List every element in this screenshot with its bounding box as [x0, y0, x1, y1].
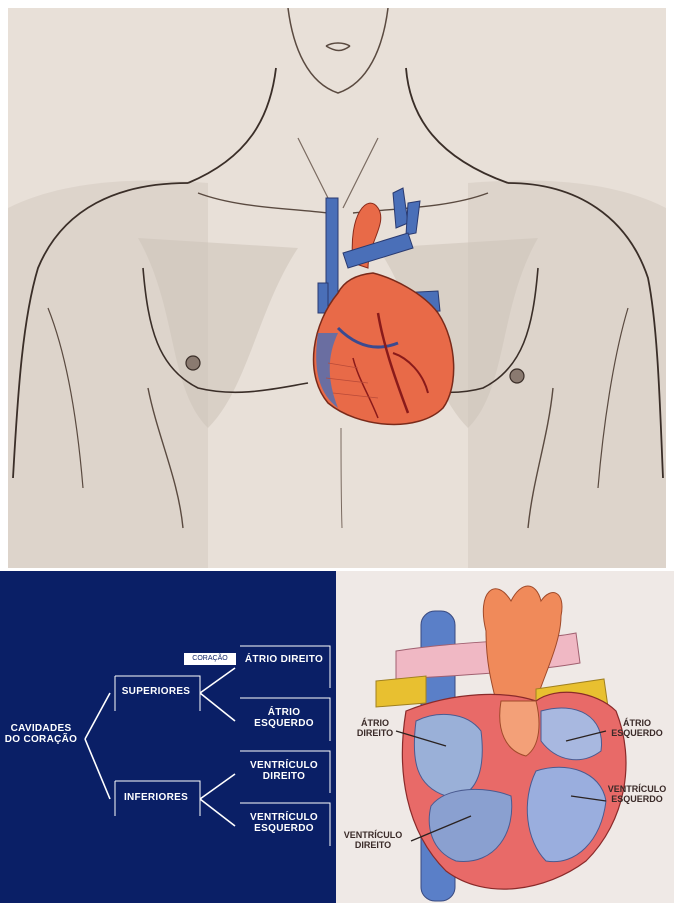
ventriculo-direito-node-label: VENTRÍCULO DIREITO [240, 761, 328, 782]
small-tag-label: CORAÇÃO [184, 653, 236, 665]
heart-cavities-tree-diagram: CAVIDADES DO CORAÇÃO SUPERIORES INFERIOR… [0, 571, 336, 903]
root-node-label: CAVIDADES DO CORAÇÃO [2, 724, 80, 745]
atrio-esquerdo-node-label: ÁTRIO ESQUERDO [240, 708, 328, 729]
ventriculo-esquerdo-node-label: VENTRÍCULO ESQUERDO [240, 813, 328, 834]
atrio-direito-node-label: ÁTRIO DIREITO [240, 655, 328, 666]
inferiores-node-label: INFERIORES [112, 793, 200, 804]
torso-illustration-panel [8, 8, 666, 568]
heart-cross-section-panel: ÁTRIO DIREITO ÁTRIO ESQUERDO VENTRÍCULO … [336, 571, 674, 903]
label-atrio-direito: ÁTRIO DIREITO [346, 719, 404, 739]
superiores-node-label: SUPERIORES [112, 687, 200, 698]
label-ventriculo-direito: VENTRÍCULO DIREITO [338, 831, 408, 851]
label-ventriculo-esquerdo: VENTRÍCULO ESQUERDO [602, 785, 672, 805]
heart-illustration [298, 183, 458, 433]
label-atrio-esquerdo: ÁTRIO ESQUERDO [604, 719, 670, 739]
